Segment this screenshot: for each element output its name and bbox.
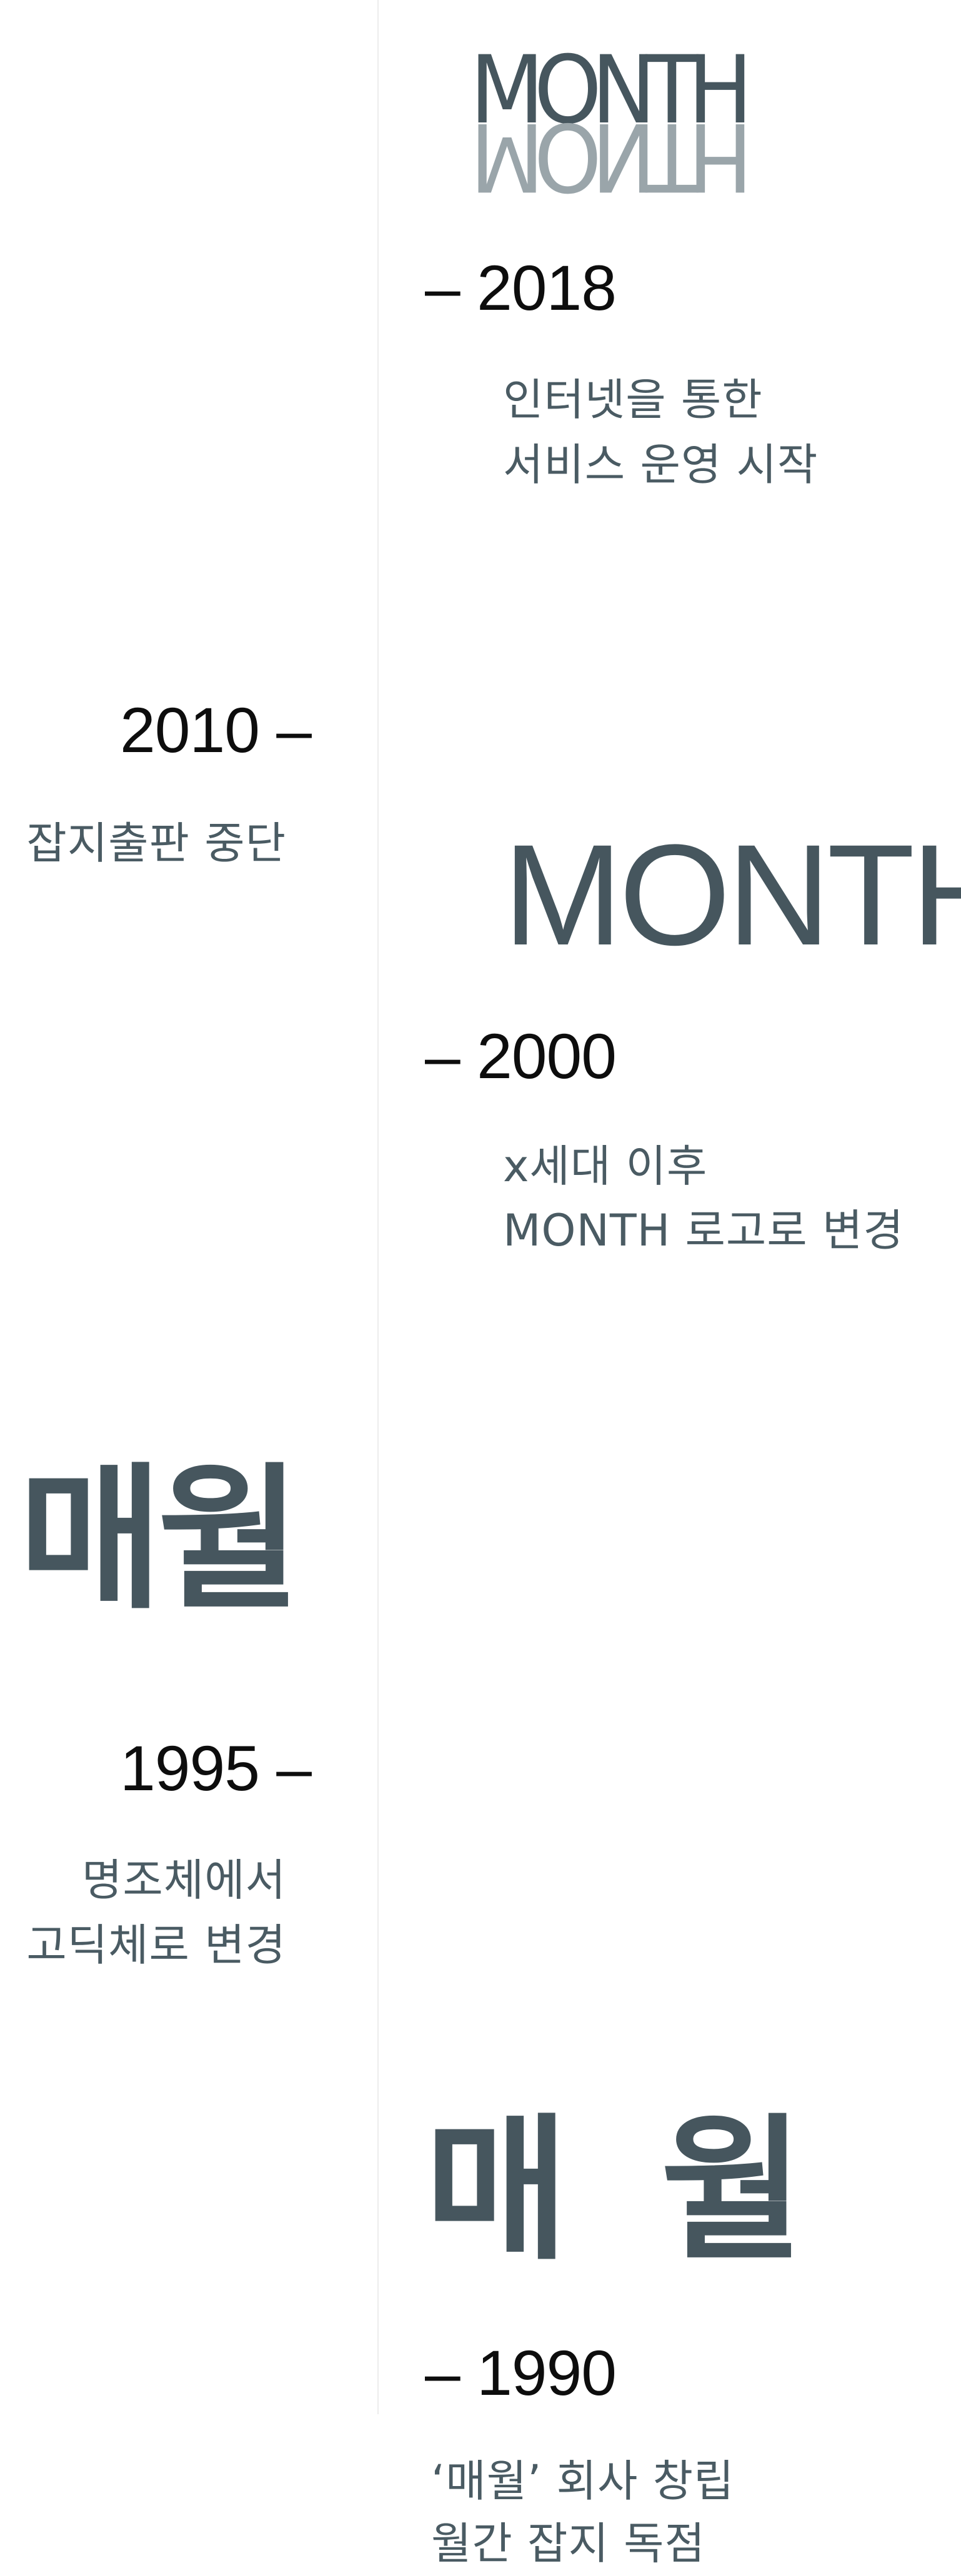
year-label-1995: 1995 – (120, 1733, 312, 1804)
description-2000-line2: MONTH 로고로 변경 (503, 1205, 904, 1256)
brush-logo-1990: 매 월 (425, 2098, 824, 2281)
gothic-logo-1995: 매월 (19, 1449, 301, 1630)
description-1995-line2: 고딕체로 변경 (26, 1920, 286, 1971)
description-2010-line1: 잡지출판 중단 (26, 818, 286, 869)
year-label-1990: – 1990 (425, 2337, 617, 2409)
description-2018-line2: 서비스 운영 시작 (503, 439, 819, 490)
description-2018-line1: 인터넷을 통한 (503, 374, 763, 425)
month-logo-2018: MONTH (470, 36, 753, 145)
description-1990-line1: ‘매월’ 회사 창립 (431, 2455, 735, 2507)
month-logo-2018-reflection: MONTH (470, 102, 743, 211)
year-label-2000: – 2000 (425, 1021, 617, 1092)
description-2000-line1: x세대 이후 (503, 1141, 708, 1192)
month-logo-2000: MONTH (503, 815, 961, 975)
year-label-2018: – 2018 (425, 252, 617, 324)
description-1990-line2: 월간 잡지 독점 (431, 2518, 705, 2569)
timeline-axis-line (377, 0, 379, 2414)
description-1995-line1: 명조체에서 (82, 1855, 286, 1906)
year-label-2010: 2010 – (120, 695, 312, 766)
